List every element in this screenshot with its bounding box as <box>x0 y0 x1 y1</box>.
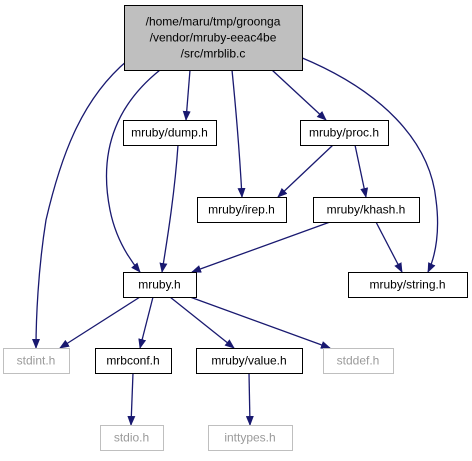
node-label: mruby/string.h <box>369 278 445 292</box>
node-box <box>348 272 468 298</box>
node-stdint: stdint.h <box>3 348 70 374</box>
node-box <box>100 425 164 451</box>
edge-dump-to-mruby <box>159 144 179 273</box>
node-stddef: stddef.h <box>323 348 394 374</box>
node-box <box>300 120 389 146</box>
edge-proc-to-irep <box>277 144 334 198</box>
edge-root-to-mruby <box>105 69 161 273</box>
edge-mrbconf-to-stdio <box>127 372 136 426</box>
node-label: mruby.h <box>138 278 180 292</box>
node-label: /vendor/mruby-eeac4be <box>150 31 277 45</box>
node-box <box>3 348 70 374</box>
node-label: mruby/khash.h <box>327 203 406 217</box>
node-label: mrbconf.h <box>106 354 159 368</box>
edge-root-to-stdint <box>32 59 129 349</box>
node-dump[interactable]: mruby/dump.h <box>123 120 217 146</box>
edge-root-to-proc <box>271 69 327 121</box>
node-stdio: stdio.h <box>100 425 164 451</box>
node-label: stdint.h <box>17 354 56 368</box>
node-box <box>197 197 287 223</box>
node-label: inttypes.h <box>224 431 275 445</box>
edge-root-to-string <box>299 56 439 273</box>
node-box <box>95 348 172 374</box>
node-label: mruby/irep.h <box>208 203 275 217</box>
node-string[interactable]: mruby/string.h <box>348 272 468 298</box>
node-box <box>124 5 303 71</box>
node-proc[interactable]: mruby/proc.h <box>300 120 389 146</box>
node-box <box>208 425 293 451</box>
node-label: mruby/value.h <box>211 354 286 368</box>
node-mruby[interactable]: mruby.h <box>123 272 197 298</box>
node-box <box>313 197 420 223</box>
node-label: stdio.h <box>114 431 149 445</box>
node-root[interactable]: /home/maru/tmp/groonga /vendor/mruby-eea… <box>124 5 303 71</box>
edge-mruby-to-stddef <box>189 296 331 349</box>
node-inttypes: inttypes.h <box>208 425 293 451</box>
node-label: mruby/dump.h <box>131 126 208 140</box>
node-value[interactable]: mruby/value.h <box>196 348 303 374</box>
edge-mruby-to-mrbconf <box>138 296 154 349</box>
edge-mruby-to-value <box>169 296 235 349</box>
edge-mruby-to-stdint <box>59 296 141 349</box>
edge-khash-to-mruby <box>191 221 331 273</box>
node-box <box>196 348 303 374</box>
edge-khash-to-string <box>375 221 403 273</box>
node-label: stddef.h <box>337 354 380 368</box>
node-box <box>123 272 197 298</box>
node-box <box>123 120 217 146</box>
edge-root-to-irep <box>231 69 246 198</box>
node-label: /home/maru/tmp/groonga <box>146 15 281 29</box>
node-irep[interactable]: mruby/irep.h <box>197 197 287 223</box>
node-label: mruby/proc.h <box>309 126 379 140</box>
edge-layer <box>32 56 439 426</box>
edge-proc-to-khash <box>354 144 369 198</box>
node-label: /src/mrblib.c <box>181 47 246 61</box>
node-box <box>323 348 394 374</box>
node-khash[interactable]: mruby/khash.h <box>313 197 420 223</box>
node-mrbconf[interactable]: mrbconf.h <box>95 348 172 374</box>
edge-value-to-inttypes <box>245 372 254 426</box>
edge-root-to-dump <box>182 69 191 121</box>
